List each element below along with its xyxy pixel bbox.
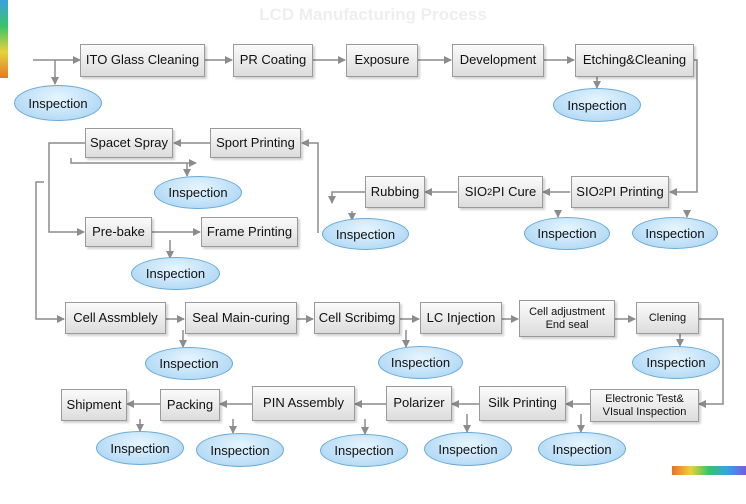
step-cell-assembly: Cell Assmblely bbox=[65, 302, 166, 334]
inspection-polarizer: Inspection bbox=[320, 434, 408, 467]
step-rubbing: Rubbing bbox=[365, 176, 425, 208]
inspection-spacet-spray: Inspection bbox=[154, 176, 242, 209]
electronic-test-line2: VIsual Inspection bbox=[602, 405, 687, 418]
step-etching-cleaning: Etching&Cleaning bbox=[575, 44, 694, 77]
electronic-test-line1: Electronic Test& bbox=[605, 392, 684, 405]
step-frame-printing: Frame Printing bbox=[201, 217, 298, 247]
sio2-pi-printing-pre: SIO bbox=[576, 183, 599, 199]
step-pr-coating: PR Coating bbox=[233, 44, 313, 77]
step-pin-assembly: PIN Assembly bbox=[252, 386, 355, 421]
step-exposure: Exposure bbox=[346, 44, 418, 77]
step-polarizer: Polarizer bbox=[386, 386, 452, 421]
inspection-etching-cleaning: Inspection bbox=[553, 88, 641, 122]
inspection-frame-printing: Inspection bbox=[322, 218, 409, 250]
sio2-pi-cure-sub: 2 bbox=[487, 186, 493, 197]
inspection-ito-glass-cleaning: Inspection bbox=[14, 85, 102, 121]
step-seal-main-curing: Seal Main-curing bbox=[185, 302, 297, 334]
step-development: Development bbox=[452, 44, 544, 77]
sio2-pi-printing-post: PI Printing bbox=[603, 183, 664, 199]
color-bar-top-left bbox=[0, 0, 8, 78]
step-electronic-test: Electronic Test&VIsual Inspection bbox=[590, 389, 699, 422]
step-spacet-spray: Spacet Spray bbox=[85, 128, 173, 158]
inspection-sio2-pi-printing: Inspection bbox=[632, 217, 718, 249]
sio2-pi-printing-sub: 2 bbox=[598, 186, 604, 197]
color-bar-bottom-right bbox=[672, 466, 746, 475]
inspection-seal-main-curing: Inspection bbox=[145, 347, 233, 380]
cell-adjustment-line2: End seal bbox=[545, 318, 589, 331]
inspection-cell-scribing: Inspection bbox=[378, 346, 463, 379]
sio2-pi-cure-post: PI Cure bbox=[492, 183, 537, 199]
step-ito-glass-cleaning: ITO Glass Cleaning bbox=[80, 44, 205, 77]
step-sport-printing: Sport Printing bbox=[210, 128, 301, 158]
step-lc-injection: LC Injection bbox=[420, 302, 502, 334]
inspection-cleaning: Inspection bbox=[632, 346, 720, 379]
step-cleaning: Clening bbox=[636, 302, 699, 334]
inspection-pin-assembly: Inspection bbox=[196, 433, 284, 467]
step-cell-scribing: Cell Scribimg bbox=[314, 302, 400, 334]
inspection-packing: Inspection bbox=[96, 431, 184, 465]
sio2-pi-cure-pre: SIO bbox=[464, 183, 488, 199]
step-shipment: Shipment bbox=[61, 389, 127, 421]
diagram-title: LCD Manufacturing Process bbox=[259, 5, 487, 24]
inspection-electronic-test: Inspection bbox=[538, 432, 626, 466]
inspection-silk-printing: Inspection bbox=[424, 432, 512, 466]
step-silk-printing: Silk Printing bbox=[479, 386, 566, 421]
step-pre-bake: Pre-bake bbox=[85, 217, 152, 247]
step-packing: Packing bbox=[160, 389, 220, 421]
cell-adjustment-line1: Cell adjustment bbox=[529, 305, 605, 318]
inspection-sio2-pi-cure: Inspection bbox=[524, 217, 610, 250]
inspection-pre-bake: Inspection bbox=[131, 257, 220, 290]
